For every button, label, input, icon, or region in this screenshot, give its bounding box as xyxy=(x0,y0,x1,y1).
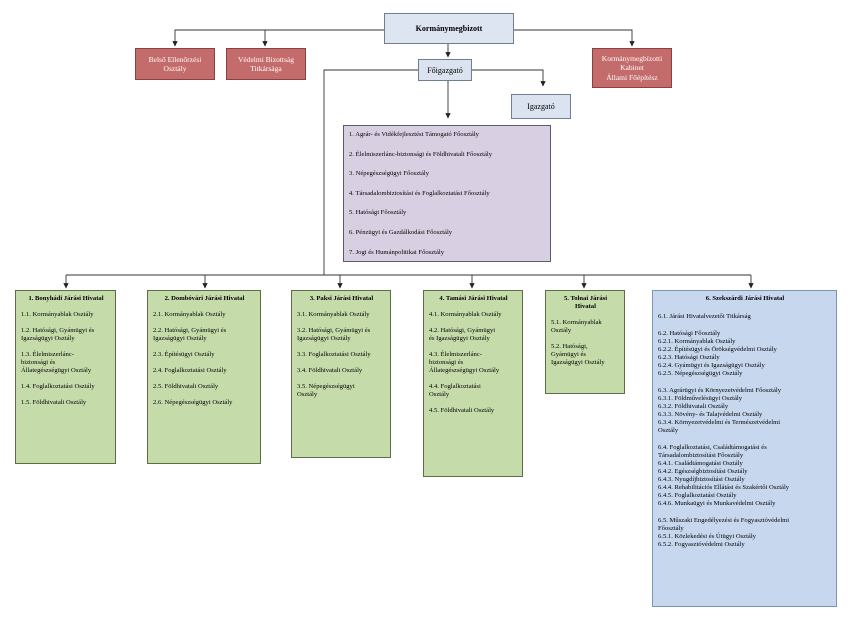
szekszard-item: 6.3.1. Földművelésügyi Osztály xyxy=(658,395,743,402)
hivatal-bonyhad: 1. Bonyhádi Járási Hivatal 1.1. Kormányab… xyxy=(15,290,116,464)
foigazgato-label: Főigazgató xyxy=(427,65,463,75)
hivatal-title: 2. Dombóvári Járási Hivatal xyxy=(164,295,245,302)
osztaly-item: 1.1. Kormányablak Osztály xyxy=(21,311,94,318)
szekszard-item: 6.3.2. Földhivatali Osztály xyxy=(658,403,729,410)
hivatal-title: 3. Paksi Járási Hivatal xyxy=(309,295,374,302)
osztaly-item: 4.2. Hatósági, Gyámügyi és Igazságügyi O… xyxy=(429,327,496,342)
osztaly-item: 1.4. Foglalkoztatási Osztály xyxy=(21,383,95,390)
szekszard-item: 6.3.3. Növény- és Talajvédelmi Osztály xyxy=(658,411,763,418)
vedelmi-bizottsag-box: Védelmi Bizottság Titkársága xyxy=(226,48,306,80)
szekszard-item: 6.4. Foglalkoztatási, Családtámogatási é… xyxy=(658,444,767,459)
hivatal-tolna: 5. Tolnai Járási Hivatal 5.1. Kormányabla… xyxy=(545,290,625,394)
hivatal-title: 4. Tamási Járási Hivatal xyxy=(439,295,508,302)
szekszard-item: 6.2.2. Építésügyi és Örökségvédelmi Oszt… xyxy=(658,346,777,353)
szekszard-item: 6.4.4. Rehabilitációs Ellátási és Szakér… xyxy=(658,484,790,491)
foosztaly-item: 4. Társadalombiztosítási és Foglalkoztat… xyxy=(349,189,490,197)
foosztaly-item: 6. Pénzügyi és Gazdálkodási Főosztály xyxy=(349,228,453,236)
kabinet-label: Kormánymegbízotti Kabinet Állami Főépíté… xyxy=(601,53,663,82)
foigazgato-box: Főigazgató xyxy=(418,59,472,81)
osztaly-item: 2.2. Hatósági, Gyámügyi és Igazságügyi O… xyxy=(153,327,227,342)
osztaly-item: 3.3. Foglalkoztatási Osztály xyxy=(297,351,371,358)
szekszard-group: 6.3. Agrárügyi és Környezetvédelmi Főosz… xyxy=(658,387,832,435)
szekszard-item: 6.3. Agrárügyi és Környezetvédelmi Főosz… xyxy=(658,387,782,394)
belso-ellenorzesi-box: Belső Ellenőrzési Osztály xyxy=(135,48,215,80)
kormanymegbizott-label: Kormánymegbizott xyxy=(415,24,483,33)
szekszard-group: 6.1. Járási Hivatalvezetői Titkárság xyxy=(658,313,832,321)
osztaly-item: 1.2. Hatósági, Gyámügyi és Igazságügyi O… xyxy=(21,327,95,342)
osztaly-item: 5.1. Kormányablak Osztály xyxy=(551,319,602,334)
osztaly-item: 2.1. Kormányablak Osztály xyxy=(153,311,226,318)
foosztaly-item: 5. Hatósági Főosztály xyxy=(349,209,407,217)
osztaly-item: 5.2. Hatósági, Gyámügyi és Igazságügyi O… xyxy=(551,343,605,366)
kormanymegbizott-box: Kormánymegbizott xyxy=(384,13,514,44)
hivatal-dombovar: 2. Dombóvári Járási Hivatal 2.1. Kormánya… xyxy=(147,290,261,464)
szekszard-item: 6.1. Járási Hivatalvezetői Titkárság xyxy=(658,313,751,320)
foosztaly-item: 2. Élelmiszerlánc-biztonsági és Földhiva… xyxy=(349,150,493,158)
foosztalyok-box: 1. Agrár- és Vidékfejlesztést Támogató F… xyxy=(343,125,551,262)
szekszard-item: 6.4.1. Családtámogatási Osztály xyxy=(658,460,743,467)
foosztaly-item: 3. Népegészségügyi Főosztály xyxy=(349,170,430,178)
hivatal-title: 1. Bonyhádi Járási Hivatal xyxy=(28,295,104,302)
osztaly-item: 2.5. Földhivatali Osztály xyxy=(153,383,219,390)
vedelmi-bizottsag-label: Védelmi Bizottság Titkársága xyxy=(237,54,295,73)
hivatal-tamasi: 4. Tamási Járási Hivatal 4.1. Kormányabla… xyxy=(423,290,523,477)
osztaly-item: 1.3. Élelmiszerlánc- biztonsági és Állat… xyxy=(21,351,92,374)
szekszard-item: 6.2.5. Népegészségügyi Osztály xyxy=(658,370,743,377)
szekszard-item: 6.2.4. Gyámügyi és Igazságügyi Osztály xyxy=(658,362,765,369)
szekszard-group: 6.5. Műszaki Engedélyezési és Fogyasztóv… xyxy=(658,517,832,549)
szekszard-item: 6.3.4. Környezetvédelmi és Természetvéde… xyxy=(658,419,781,434)
osztaly-item: 4.5. Földhivatali Osztály xyxy=(429,407,495,414)
belso-ellenorzesi-label: Belső Ellenőrzési Osztály xyxy=(148,54,202,73)
foosztaly-item: 7. Jogi és Humánpolitikai Főosztály xyxy=(349,248,445,256)
hivatal-szekszard: 6. Szekszárdi Járási Hivatal 6.1. Járási … xyxy=(652,290,837,607)
hivatal-title: 5. Tolnai Járási Hivatal xyxy=(563,295,608,310)
szekszard-item: 6.4.6. Munkaügyi és Munkavédelmi Osztály xyxy=(658,500,776,507)
osztaly-item: 4.4. Foglalkoztatási Osztály xyxy=(429,383,481,398)
szekszard-item: 6.5.2. Fogyasztóvédelmi Osztály xyxy=(658,541,745,548)
igazgato-label: Igazgató xyxy=(527,102,555,111)
hivatal-paks: 3. Paksi Járási Hivatal 3.1. Kormányablak… xyxy=(291,290,391,458)
osztaly-item: 4.1. Kormányablak Osztály xyxy=(429,311,502,318)
szekszard-title: 6. Szekszárdi Járási Hivatal xyxy=(705,295,785,302)
osztaly-item: 4.3. Élelmiszerlánc- biztonsági és Állat… xyxy=(429,351,500,374)
osztaly-item: 2.6. Népegészségügyi Osztály xyxy=(153,399,233,406)
szekszard-item: 6.4.2. Egészségbiztosítási Osztály xyxy=(658,468,748,475)
osztaly-item: 3.5. Népegészségügyi Osztály xyxy=(297,383,355,398)
szekszard-item: 6.2.3. Hatósági Osztály xyxy=(658,354,720,361)
osztaly-item: 3.1. Kormányablak Osztály xyxy=(297,311,370,318)
igazgato-box: Igazgató xyxy=(511,94,571,119)
szekszard-group: 6.4. Foglalkoztatási, Családtámogatási é… xyxy=(658,444,832,508)
szekszard-item: 6.5. Műszaki Engedélyezési és Fogyasztóv… xyxy=(658,517,790,532)
szekszard-item: 6.2. Hatósági Főosztály xyxy=(658,330,721,337)
szekszard-item: 6.2.1. Kormányablak Osztály xyxy=(658,338,736,345)
osztaly-item: 3.4. Földhivatali Osztály xyxy=(297,367,363,374)
osztaly-item: 1.5. Földhivatali Osztály xyxy=(21,399,87,406)
szekszard-item: 6.4.5. Foglalkoztatási Osztály xyxy=(658,492,737,499)
osztaly-item: 3.2. Hatósági, Gyámügyi és Igazságügyi O… xyxy=(297,327,371,342)
osztaly-item: 2.4. Foglalkoztatási Osztály xyxy=(153,367,227,374)
szekszard-item: 6.4.3. Nyugdíjbiztosítási Osztály xyxy=(658,476,745,483)
szekszard-item: 6.5.1. Közlekedési és Útügyi Osztály xyxy=(658,533,756,540)
osztaly-item: 2.3. Építésügyi Osztály xyxy=(153,351,215,358)
kabinet-box: Kormánymegbízotti Kabinet Állami Főépíté… xyxy=(592,48,672,88)
foosztaly-item: 1. Agrár- és Vidékfejlesztést Támogató F… xyxy=(349,131,479,138)
